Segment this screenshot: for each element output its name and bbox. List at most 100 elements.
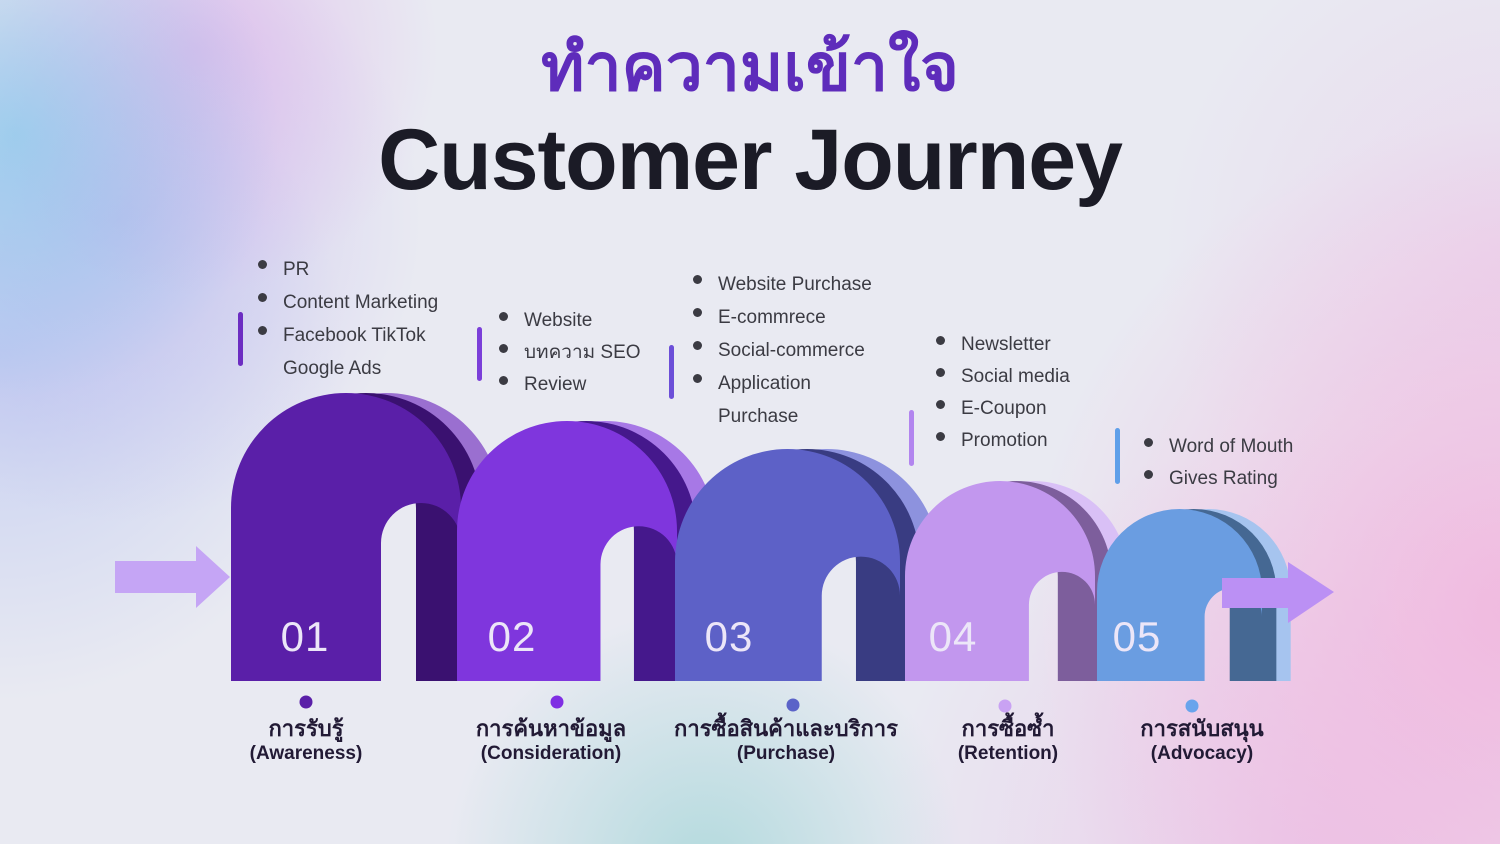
bullet-dot-icon <box>693 275 702 284</box>
stage-label-03: การซื้อสินค้าและบริการ(Purchase) <box>636 716 936 766</box>
channel-item-label: Promotion <box>961 430 1048 451</box>
accent-bar <box>909 410 914 466</box>
channel-item: Application <box>691 367 872 400</box>
accent-bar <box>1115 428 1120 484</box>
title-english: Customer Journey <box>378 112 1123 208</box>
stage-number: 01 <box>280 613 330 660</box>
stage-number: 05 <box>1112 613 1162 660</box>
channel-item-label: E-Coupon <box>961 398 1047 419</box>
bullet-dot-icon <box>693 308 702 317</box>
stage-label-english: (Advocacy) <box>1150 743 1254 764</box>
stage-label-05: การสนับสนุน(Advocacy) <box>1052 716 1352 766</box>
channel-item: Word of Mouth <box>1142 431 1293 463</box>
bullet-dot-icon <box>258 326 267 335</box>
channel-item-label: E-commrece <box>718 307 826 328</box>
channel-item-label: Application <box>718 373 811 394</box>
channel-item: Review <box>497 369 641 401</box>
stage-marker-dot <box>299 695 313 709</box>
stage-label-thai: การค้นหาข้อมูล <box>475 716 627 741</box>
stage-marker-dot <box>786 698 800 712</box>
channel-item: Social-commerce <box>691 334 872 367</box>
channel-item-label: Purchase <box>718 406 799 427</box>
stage-label-04: การซื้อซ้ำ(Retention) <box>858 716 1158 766</box>
stage-number: 03 <box>704 613 754 660</box>
bullet-dot-icon <box>693 374 702 383</box>
stage-number: 04 <box>928 613 978 660</box>
stage-marker-dot <box>550 695 564 709</box>
stage-label-thai: การซื้อซ้ำ <box>961 716 1055 741</box>
arch-front-face <box>1097 509 1262 681</box>
bullet-dot-icon <box>499 376 508 385</box>
channel-item: Google Ads <box>256 352 438 385</box>
channel-item-label: บทความ SEO <box>524 342 641 363</box>
channel-item-label: Social media <box>961 366 1070 387</box>
channel-item: Facebook TikTok <box>256 319 438 352</box>
channel-item: Social media <box>934 361 1070 393</box>
channel-item-label: Website Purchase <box>718 274 872 295</box>
title-thai: ทำความเข้าใจ <box>541 30 959 104</box>
stage-label-01: การรับรู้(Awareness) <box>156 716 456 766</box>
accent-bar <box>477 327 482 381</box>
channel-item: E-commrece <box>691 301 872 334</box>
stage-number: 02 <box>487 613 537 660</box>
stage-label-english: (Purchase) <box>736 743 836 764</box>
channel-item: Gives Rating <box>1142 463 1293 495</box>
channel-item: บทความ SEO <box>497 337 641 369</box>
channel-item: Content Marketing <box>256 286 438 319</box>
stage-label-thai: การสนับสนุน <box>1140 716 1264 741</box>
channel-item-label: Google Ads <box>283 358 382 379</box>
flow-arrow-left-icon <box>115 546 230 608</box>
channel-item-label: Word of Mouth <box>1169 436 1294 457</box>
bullet-dot-icon <box>258 260 267 269</box>
stage-label-english: (Awareness) <box>249 743 363 764</box>
bullet-dot-icon <box>499 344 508 353</box>
stage-label-thai: การซื้อสินค้าและบริการ <box>674 716 898 741</box>
bullet-dot-icon <box>936 368 945 377</box>
accent-bar <box>669 345 674 399</box>
channel-item-label: Gives Rating <box>1169 468 1278 489</box>
channel-item-label: Facebook TikTok <box>283 325 426 346</box>
channel-item-label: Content Marketing <box>283 292 439 313</box>
bullet-dot-icon <box>499 312 508 321</box>
bullet-dot-icon <box>258 293 267 302</box>
channel-item: Promotion <box>934 425 1070 457</box>
stage-label-english: (Retention) <box>957 743 1059 764</box>
channel-item-label: Review <box>524 374 587 395</box>
channel-item: Website <box>497 305 641 337</box>
bullet-dot-icon <box>1144 470 1153 479</box>
channel-item-label: PR <box>283 259 310 280</box>
channel-item: Newsletter <box>934 329 1070 361</box>
arch-stage-03 <box>675 449 940 681</box>
stage-marker-dot <box>1185 699 1199 713</box>
channel-item-label: Website <box>524 310 593 331</box>
arch-front-face <box>231 393 461 681</box>
arch-stage-05 <box>1097 509 1291 681</box>
stage-label-02: การค้นหาข้อมูล(Consideration) <box>401 716 701 766</box>
channel-item: E-Coupon <box>934 393 1070 425</box>
bullet-dot-icon <box>936 336 945 345</box>
channel-list-stage-02: Website บทความ SEO Review <box>497 305 641 401</box>
bullet-dot-icon <box>693 341 702 350</box>
arch-front-face <box>457 421 677 681</box>
bullet-dot-icon <box>936 432 945 441</box>
flow-arrow-right-icon <box>1222 562 1334 623</box>
arch-front-face <box>905 481 1095 681</box>
bullet-dot-icon <box>936 400 945 409</box>
channel-item: Purchase <box>691 400 872 433</box>
bullet-dot-icon <box>1144 438 1153 447</box>
stage-label-thai: การรับรู้ <box>268 716 344 741</box>
channel-item: PR <box>256 253 438 286</box>
channel-item-label: Social-commerce <box>718 340 865 361</box>
arch-front-face <box>675 449 900 681</box>
accent-bar <box>238 312 243 366</box>
channel-item: Website Purchase <box>691 268 872 301</box>
stage-marker-dot <box>998 699 1012 713</box>
arch-stage-04 <box>905 481 1129 681</box>
channel-item-label: Newsletter <box>961 334 1051 355</box>
